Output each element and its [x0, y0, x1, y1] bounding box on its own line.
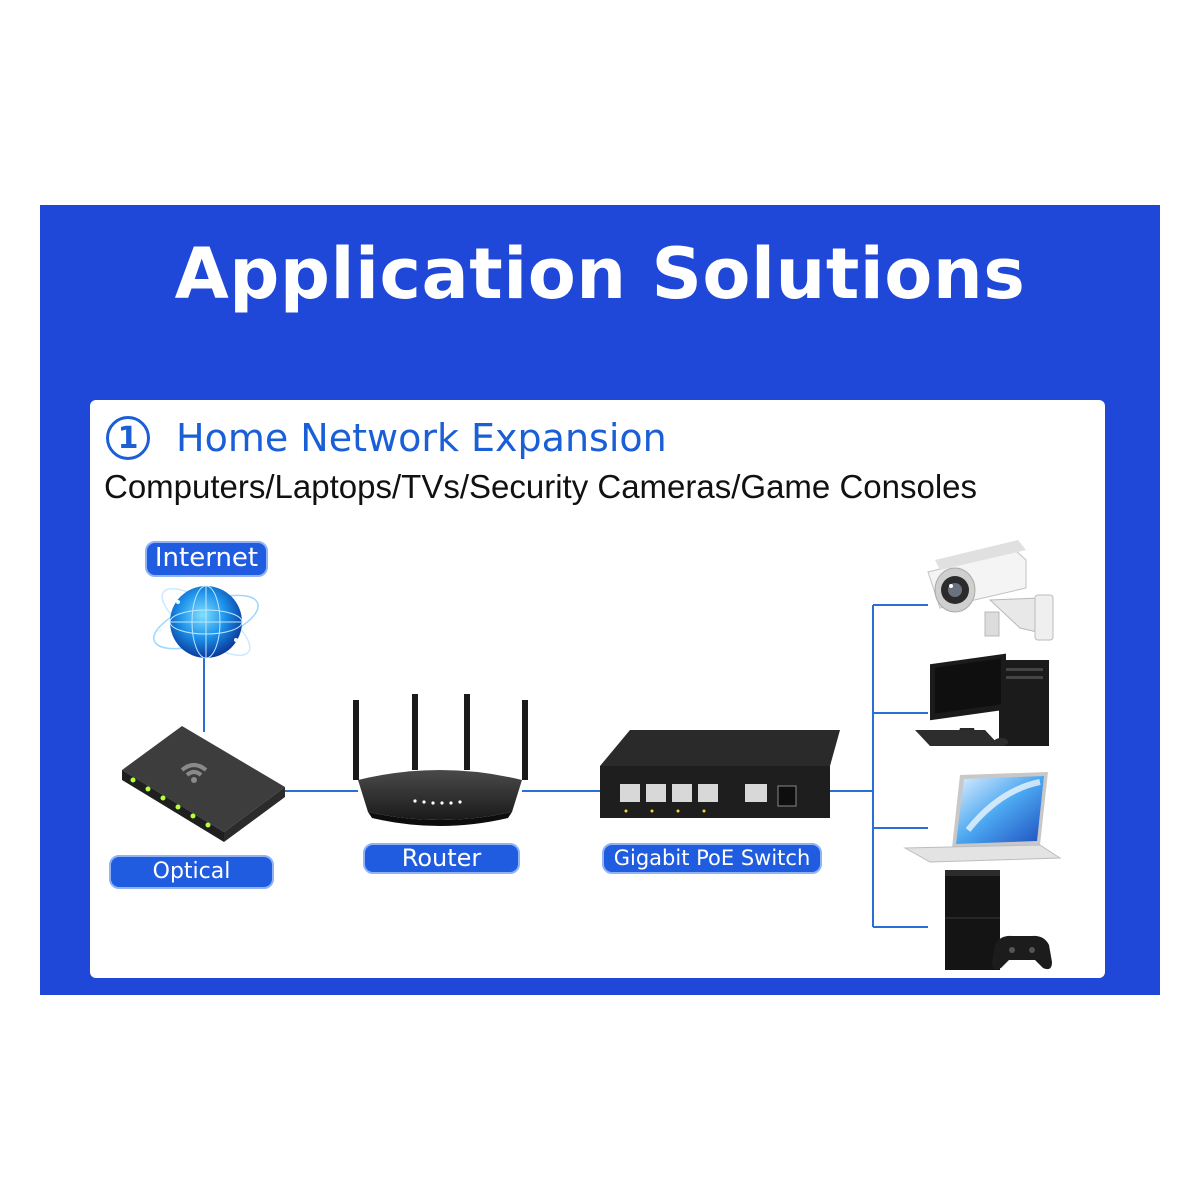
section-header: 1 Home Network Expansion — [106, 412, 667, 464]
connection-lines — [203, 604, 928, 928]
globe-icon — [153, 585, 259, 659]
optical-modem-icon — [122, 726, 285, 842]
desktop-computer-icon — [915, 653, 1049, 746]
section-title: Home Network Expansion — [176, 416, 667, 460]
router-label: Router — [363, 843, 520, 874]
optical-modem-label: Optical Modem — [109, 855, 274, 914]
laptop-icon — [903, 772, 1062, 863]
page-title: Application Solutions — [174, 233, 1026, 315]
section-subtitle: Computers/Laptops/TVs/Security Cameras/G… — [104, 468, 978, 505]
poe-switch-label: Gigabit PoE Switch — [602, 843, 822, 874]
internet-label: Internet — [145, 541, 268, 577]
game-console-icon — [945, 870, 1052, 970]
router-icon — [353, 694, 528, 826]
poe-switch-icon — [600, 730, 840, 818]
section-number: 1 — [106, 416, 150, 460]
security-camera-icon — [927, 540, 1054, 641]
